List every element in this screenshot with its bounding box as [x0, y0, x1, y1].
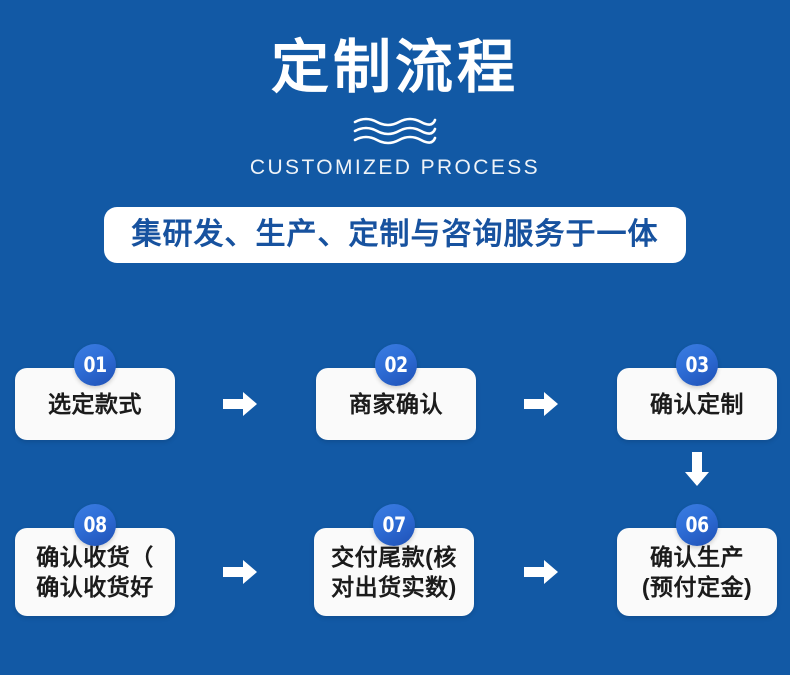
- step-badge-01: 01: [74, 344, 116, 386]
- step-number-06: 06: [685, 512, 709, 537]
- step-box-02[interactable]: 商家确认: [316, 368, 476, 440]
- arrow-right-icon-02-03: [524, 391, 558, 417]
- bottom-white-strip: [0, 675, 790, 689]
- arrow-right-icon-01-02: [223, 391, 257, 417]
- arrow-left-icon-07-08: [223, 559, 257, 585]
- step-badge-02: 02: [375, 344, 417, 386]
- tagline-banner: 集研发、生产、定制与咨询服务于一体: [104, 207, 686, 263]
- step-label-07: 交付尾款(核 对出货实数): [331, 544, 457, 600]
- page-subtitle: CUSTOMIZED PROCESS: [249, 156, 541, 179]
- tagline-text: 集研发、生产、定制与咨询服务于一体: [131, 218, 659, 251]
- step-badge-08: 08: [74, 504, 116, 546]
- step-label-03: 确认定制: [650, 391, 744, 417]
- step-badge-06: 06: [676, 504, 718, 546]
- step-label-08: 确认收货（ 确认收货好: [36, 544, 154, 600]
- step-number-03: 03: [685, 352, 709, 377]
- page-title: 定制流程: [270, 35, 519, 100]
- step-number-02: 02: [384, 352, 408, 377]
- step-label-06: 确认生产 (预付定金): [641, 544, 753, 600]
- step-number-08: 08: [83, 512, 107, 537]
- step-label-02: 商家确认: [349, 391, 443, 417]
- customized-process-poster: 定制流程 CUSTOMIZED PROCESS 集研发、生产、定制与咨询服务于一…: [0, 0, 790, 675]
- step-number-07: 07: [382, 512, 406, 537]
- step-label-01: 选定款式: [48, 391, 142, 417]
- step-box-08[interactable]: 确认收货（ 确认收货好: [15, 528, 175, 616]
- wave-divider-icon: [352, 116, 438, 146]
- step-badge-03: 03: [676, 344, 718, 386]
- step-badge-07: 07: [373, 504, 415, 546]
- arrow-down-icon-03-06: [684, 452, 710, 486]
- arrow-left-icon-06-07: [524, 559, 558, 585]
- step-number-01: 01: [83, 352, 107, 377]
